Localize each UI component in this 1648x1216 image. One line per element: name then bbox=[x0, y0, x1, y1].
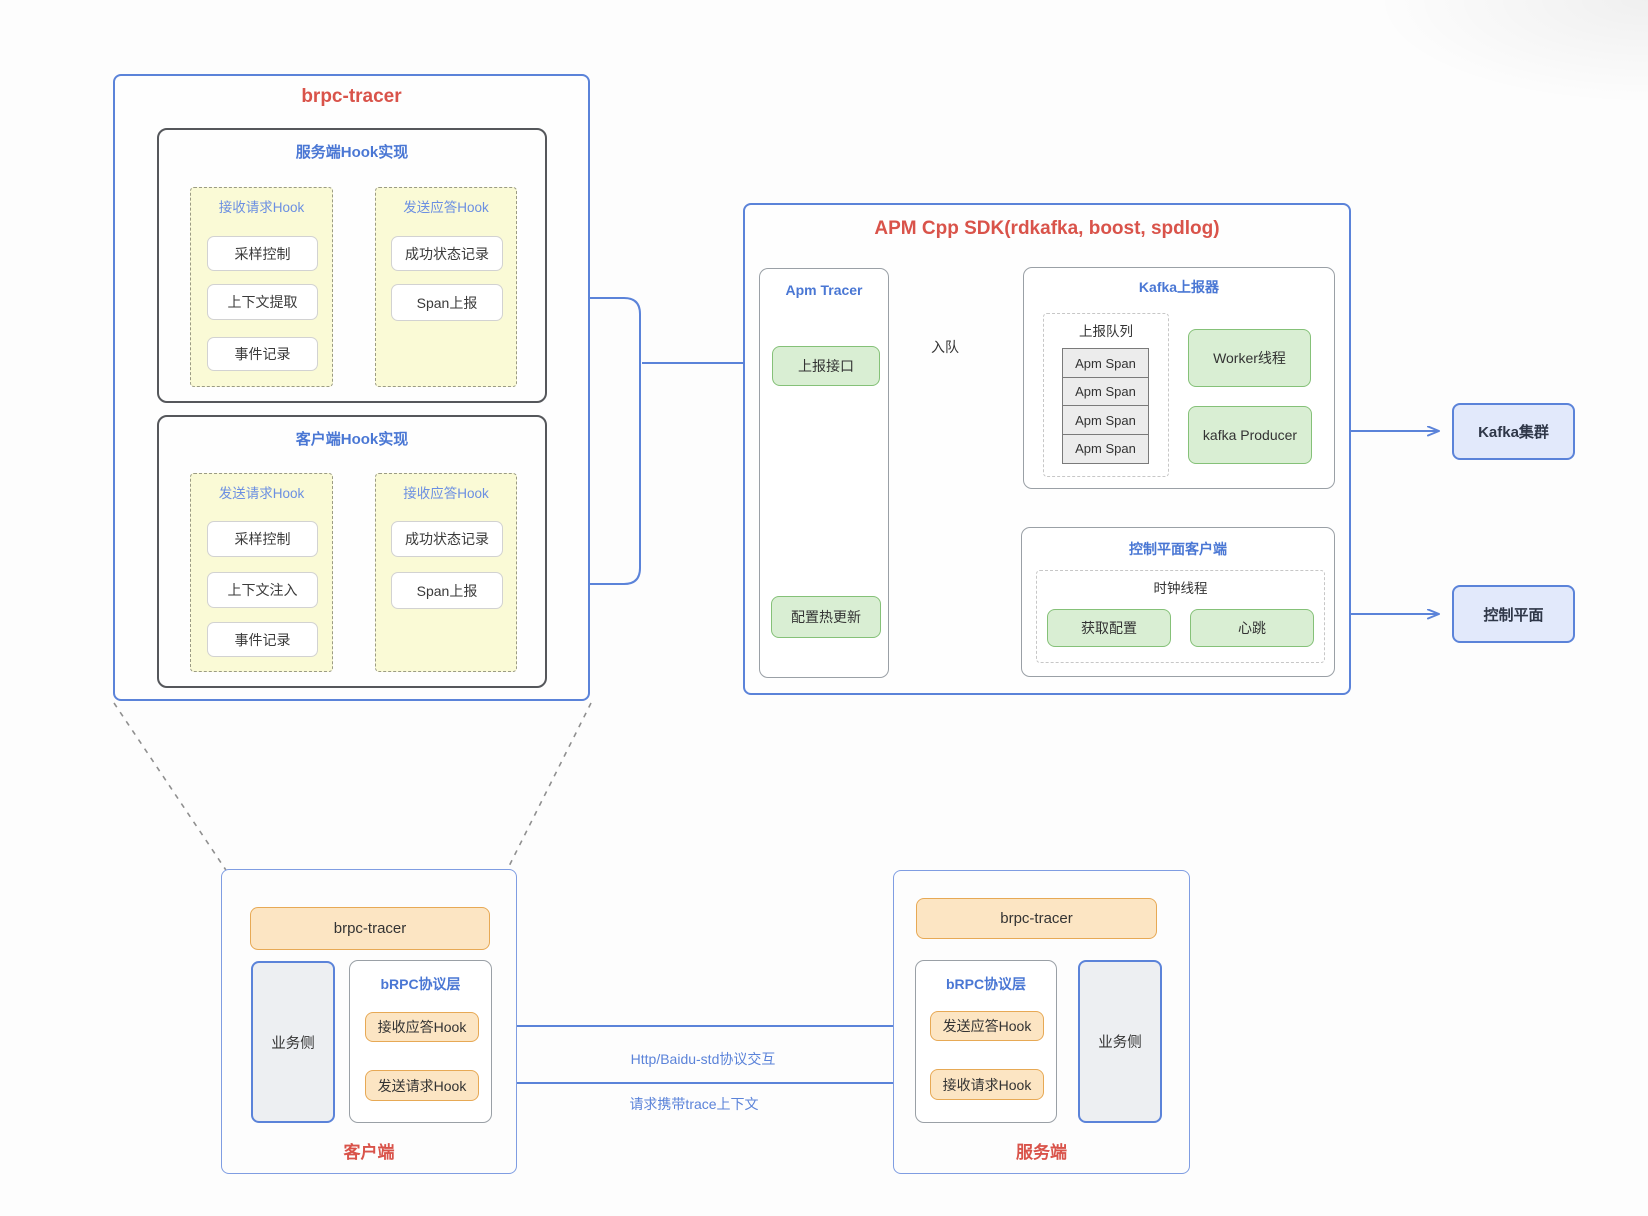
control-plane-client-box: 控制平面客户端 时钟线程 获取配置 心跳 bbox=[1021, 527, 1335, 677]
client-protocol-layer-title: bRPC协议层 bbox=[380, 976, 461, 992]
server-tracer-bar: brpc-tracer bbox=[916, 898, 1157, 939]
client-recv-response-hook: 接收应答Hook bbox=[365, 1012, 479, 1042]
server-node-title: 服务端 bbox=[1016, 1142, 1067, 1162]
server-business-box: 业务侧 bbox=[1078, 960, 1162, 1123]
queue-item: Apm Span bbox=[1062, 433, 1149, 464]
hook-item: 成功状态记录 bbox=[391, 521, 503, 557]
hook-item: 上下文注入 bbox=[207, 572, 318, 608]
recv-response-hook-group: 接收应答Hook 成功状态记录 Span上报 bbox=[375, 473, 517, 672]
control-plane-client-title: 控制平面客户端 bbox=[1129, 541, 1227, 557]
apm-tracer-box: Apm Tracer 上报接口 配置热更新 bbox=[759, 268, 889, 678]
hook-item: 成功状态记录 bbox=[391, 236, 503, 271]
kafka-cluster-box: Kafka集群 bbox=[1452, 403, 1575, 460]
queue-item: Apm Span bbox=[1062, 376, 1149, 407]
client-hook-title: 客户端Hook实现 bbox=[295, 430, 409, 448]
worker-thread-chip: Worker线程 bbox=[1188, 329, 1311, 387]
client-tracer-bar: brpc-tracer bbox=[250, 907, 490, 950]
brpc-tracer-lib-box: brpc-tracer 服务端Hook实现 接收请求Hook 采样控制 上下文提… bbox=[113, 74, 590, 701]
report-queue-title: 上报队列 bbox=[1079, 324, 1133, 339]
config-hot-update-chip: 配置热更新 bbox=[771, 596, 881, 638]
server-recv-request-hook: 接收请求Hook bbox=[930, 1069, 1044, 1100]
hook-item: 事件记录 bbox=[207, 337, 318, 371]
queue-item: Apm Span bbox=[1062, 405, 1149, 435]
hook-item: 采样控制 bbox=[207, 236, 318, 271]
send-response-hook-title: 发送应答Hook bbox=[403, 200, 489, 215]
trace-context-label: 请求携带trace上下文 bbox=[629, 1096, 759, 1112]
apm-sdk-box: APM Cpp SDK(rdkafka, boost, spdlog) Apm … bbox=[743, 203, 1351, 695]
server-protocol-layer-box: bRPC协议层 发送应答Hook 接收请求Hook bbox=[915, 960, 1057, 1123]
kafka-reporter-box: Kafka上报器 上报队列 Apm Span Apm Span Apm Span… bbox=[1023, 267, 1335, 489]
hook-item: 事件记录 bbox=[207, 622, 318, 657]
server-protocol-layer-title: bRPC协议层 bbox=[945, 976, 1027, 992]
hook-item-span-report: Span上报 bbox=[391, 284, 503, 321]
client-protocol-layer-box: bRPC协议层 接收应答Hook 发送请求Hook bbox=[349, 960, 492, 1123]
server-hook-title: 服务端Hook实现 bbox=[295, 143, 409, 161]
recv-request-hook-title: 接收请求Hook bbox=[218, 200, 305, 215]
send-request-hook-title: 发送请求Hook bbox=[218, 486, 305, 501]
control-plane-box: 控制平面 bbox=[1452, 585, 1575, 643]
server-hook-section: 服务端Hook实现 接收请求Hook 采样控制 上下文提取 事件记录 发送应答H… bbox=[157, 128, 547, 403]
client-node-title: 客户端 bbox=[343, 1142, 395, 1162]
enqueue-label: 入队 bbox=[931, 339, 959, 355]
kafka-reporter-title: Kafka上报器 bbox=[1138, 279, 1220, 295]
client-send-request-hook: 发送请求Hook bbox=[365, 1070, 479, 1101]
server-send-response-hook: 发送应答Hook bbox=[930, 1011, 1044, 1041]
report-api-chip: 上报接口 bbox=[772, 346, 880, 386]
protocol-label: Http/Baidu-std协议交互 bbox=[630, 1051, 776, 1067]
queue-item: Apm Span bbox=[1062, 348, 1149, 378]
recv-response-hook-title: 接收应答Hook bbox=[403, 486, 489, 501]
report-queue-box: 上报队列 Apm Span Apm Span Apm Span Apm Span bbox=[1043, 313, 1169, 477]
heartbeat-chip: 心跳 bbox=[1190, 609, 1314, 647]
clock-thread-title: 时钟线程 bbox=[1153, 581, 1208, 596]
client-business-box: 业务侧 bbox=[251, 961, 335, 1123]
client-hook-section: 客户端Hook实现 发送请求Hook 采样控制 上下文注入 事件记录 接收应答H… bbox=[157, 415, 547, 688]
kafka-producer-chip: kafka Producer bbox=[1188, 406, 1312, 464]
recv-request-hook-group: 接收请求Hook 采样控制 上下文提取 事件记录 bbox=[190, 187, 333, 387]
hook-item-span-report: Span上报 bbox=[391, 572, 503, 609]
hook-item: 上下文提取 bbox=[207, 284, 318, 320]
hook-item: 采样控制 bbox=[207, 521, 318, 557]
brpc-tracer-lib-title: brpc-tracer bbox=[301, 86, 402, 107]
client-node-box: brpc-tracer 业务侧 bRPC协议层 接收应答Hook 发送请求Hoo… bbox=[221, 869, 517, 1174]
server-node-box: brpc-tracer bRPC协议层 发送应答Hook 接收请求Hook 业务… bbox=[893, 870, 1190, 1174]
apm-sdk-title: APM Cpp SDK(rdkafka, boost, spdlog) bbox=[874, 218, 1220, 239]
clock-thread-box: 时钟线程 获取配置 心跳 bbox=[1036, 570, 1325, 663]
send-request-hook-group: 发送请求Hook 采样控制 上下文注入 事件记录 bbox=[190, 473, 333, 672]
send-response-hook-group: 发送应答Hook 成功状态记录 Span上报 bbox=[375, 187, 517, 387]
apm-tracer-title: Apm Tracer bbox=[785, 282, 863, 298]
fetch-config-chip: 获取配置 bbox=[1047, 609, 1171, 647]
